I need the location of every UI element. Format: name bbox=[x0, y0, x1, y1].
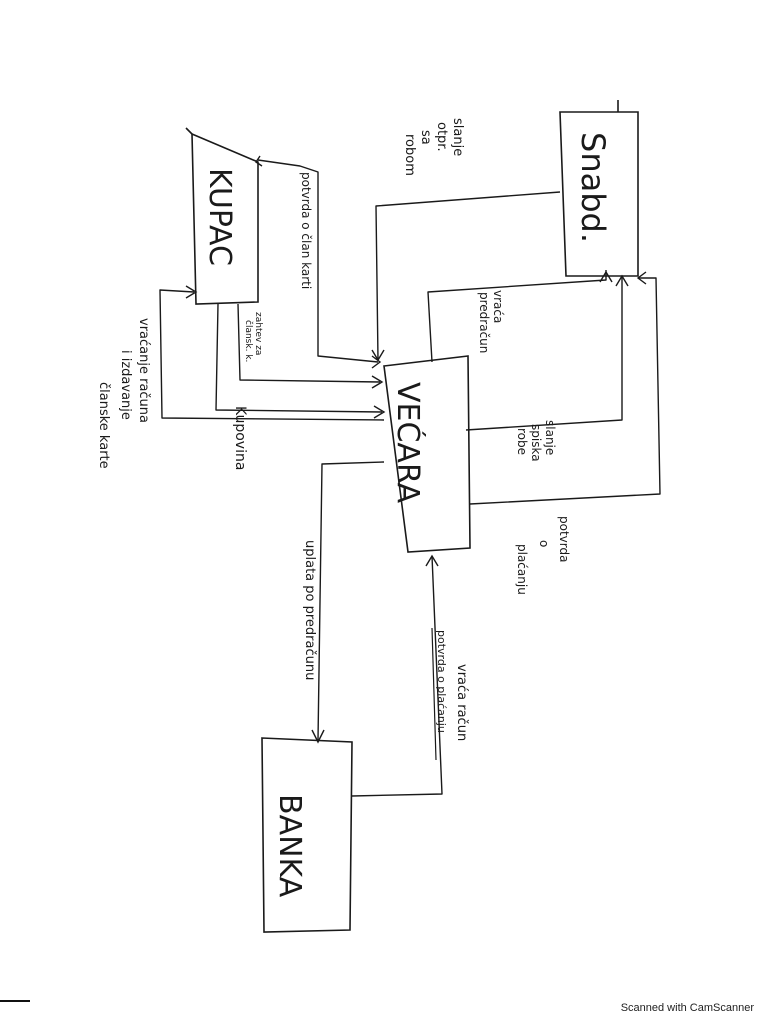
svg-text:potvrda: potvrda bbox=[557, 516, 571, 562]
node-snabd: Snabd. bbox=[559, 100, 639, 277]
wire-kupovina bbox=[215, 303, 383, 413]
svg-text:plaćanju: plaćanju bbox=[515, 544, 529, 595]
node-banka: BANKA bbox=[261, 737, 353, 933]
svg-text:robom: robom bbox=[402, 134, 417, 176]
svg-text:vraća: vraća bbox=[491, 290, 505, 323]
label-slanje-otpr-robom: slanje otpr. sa robom bbox=[402, 118, 465, 176]
label-potvrda-clan-karti: potvrda o član karti bbox=[299, 172, 313, 289]
svg-text:robe: robe bbox=[515, 428, 529, 455]
svg-text:članske karte: članske karte bbox=[96, 382, 111, 469]
svg-text:slanje: slanje bbox=[450, 118, 465, 156]
wire-potvrda-placanju bbox=[469, 277, 661, 505]
svg-text:slanje: slanje bbox=[543, 420, 557, 455]
wire-vraca-racun bbox=[351, 555, 443, 797]
wire-slanje-otpremnice bbox=[375, 191, 561, 361]
wire-uplata bbox=[317, 461, 385, 741]
label-potvrda-o-placanju: potvrda o plaćanju bbox=[515, 516, 571, 595]
svg-text:predračun: predračun bbox=[477, 292, 491, 353]
svg-text:potvrda o plaćanju: potvrda o plaćanju bbox=[435, 630, 448, 733]
node-kupac: KUPAC bbox=[185, 127, 259, 305]
wire-vracanje-racuna bbox=[159, 289, 385, 421]
label-vraca-predracun: vraća predračun bbox=[477, 290, 505, 353]
svg-text:otpr.: otpr. bbox=[434, 122, 449, 152]
svg-text:vraća račun: vraća račun bbox=[454, 664, 469, 741]
svg-text:člansk. k.: člansk. k. bbox=[243, 320, 254, 362]
node-kupac-label: KUPAC bbox=[202, 168, 237, 266]
node-vecara: VEĆARA bbox=[383, 355, 471, 553]
svg-text:i izdavanje: i izdavanje bbox=[118, 350, 133, 420]
wire-vraca-predracun bbox=[427, 270, 607, 363]
node-banka-label: BANKA bbox=[272, 794, 307, 898]
svg-text:sa: sa bbox=[418, 130, 433, 145]
node-vecara-label: VEĆARA bbox=[390, 382, 427, 504]
node-snabd-label: Snabd. bbox=[574, 132, 612, 243]
svg-text:vraćanje računa: vraćanje računa bbox=[136, 318, 151, 423]
label-kupovina: Kupovina bbox=[232, 406, 248, 470]
svg-text:spiska: spiska bbox=[529, 424, 543, 462]
wire-potvrda-clan-karti bbox=[257, 159, 379, 363]
label-slanje-spiska-robe: slanje spiska robe bbox=[515, 420, 557, 462]
svg-text:o: o bbox=[537, 540, 551, 547]
scan-edge-mark bbox=[0, 1000, 30, 1002]
scanner-watermark: Scanned with CamScanner bbox=[620, 1002, 754, 1014]
strikethrough-line bbox=[431, 627, 437, 761]
label-zahtev-clan-karti: zahtev za člansk. k. bbox=[243, 312, 263, 362]
label-uplata-po-predracunu: uplata po predračunu bbox=[302, 540, 317, 680]
label-vracanje-racuna: vraćanje računa i izdavanje članske kart… bbox=[96, 318, 151, 469]
svg-text:zahtev za: zahtev za bbox=[253, 312, 263, 355]
wire-slanje-spiska bbox=[465, 276, 623, 431]
label-vraca-racun: vraća račun potvrda o plaćanju bbox=[431, 627, 469, 761]
wire-zahtev-clanska bbox=[237, 303, 381, 383]
